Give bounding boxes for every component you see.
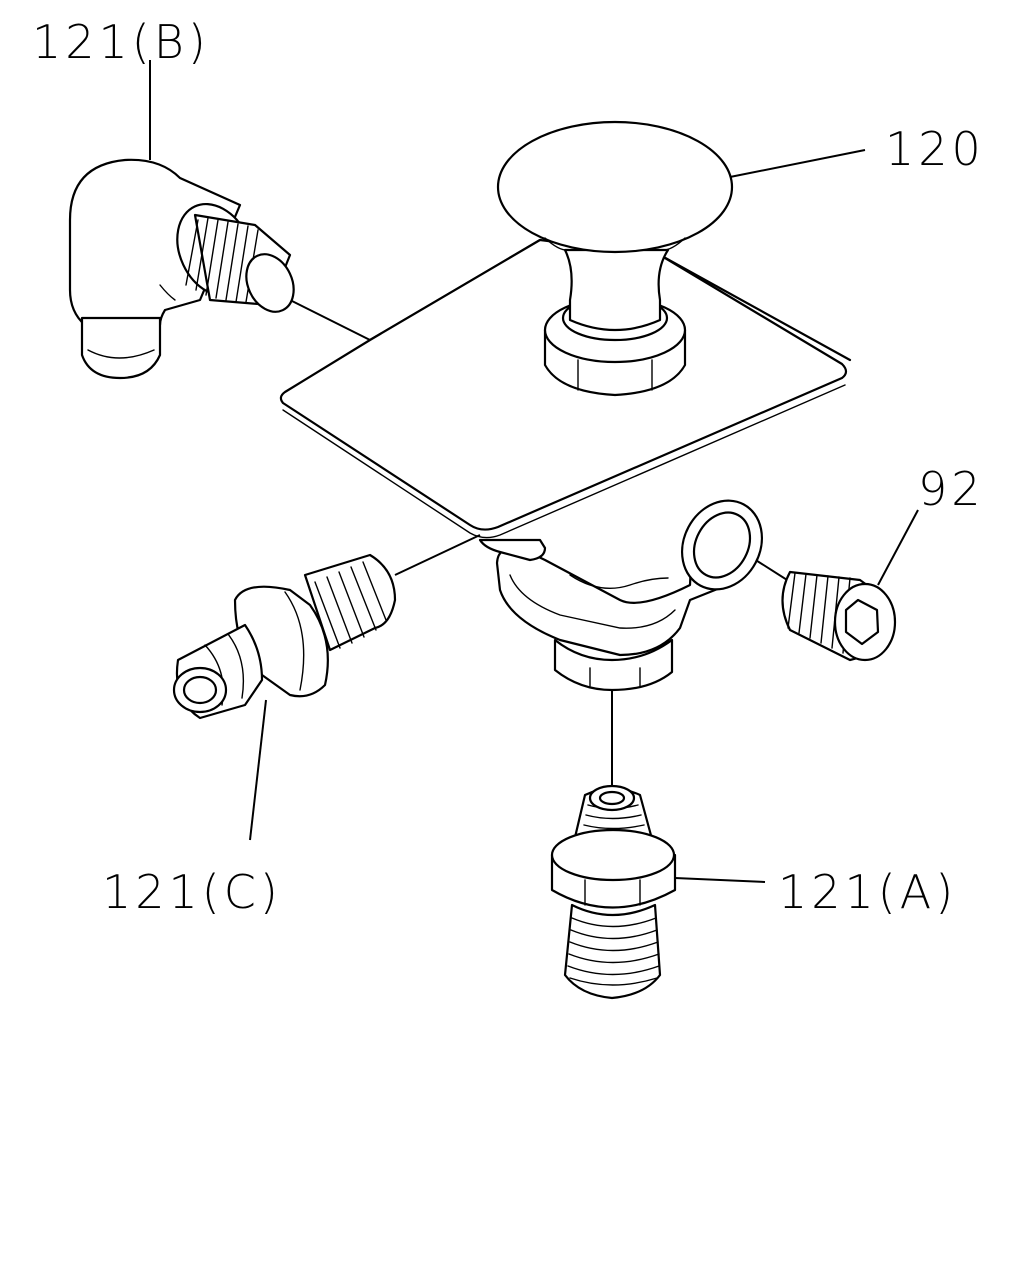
hex-plug-92 xyxy=(781,570,897,662)
push-valve-120 xyxy=(279,120,852,692)
callout-labels: 121(B) 120 92 121(C) 121(A) xyxy=(32,15,985,919)
hose-nipple-121-c xyxy=(172,553,397,720)
label-92: 92 xyxy=(918,462,985,516)
elbow-fitting-121-b xyxy=(68,158,295,380)
label-121-c: 121(C) xyxy=(102,865,282,919)
label-121-b: 121(B) xyxy=(32,15,210,69)
straight-fitting-121-a xyxy=(550,784,677,1000)
label-120: 120 xyxy=(885,122,985,176)
label-121-a: 121(A) xyxy=(778,865,957,919)
